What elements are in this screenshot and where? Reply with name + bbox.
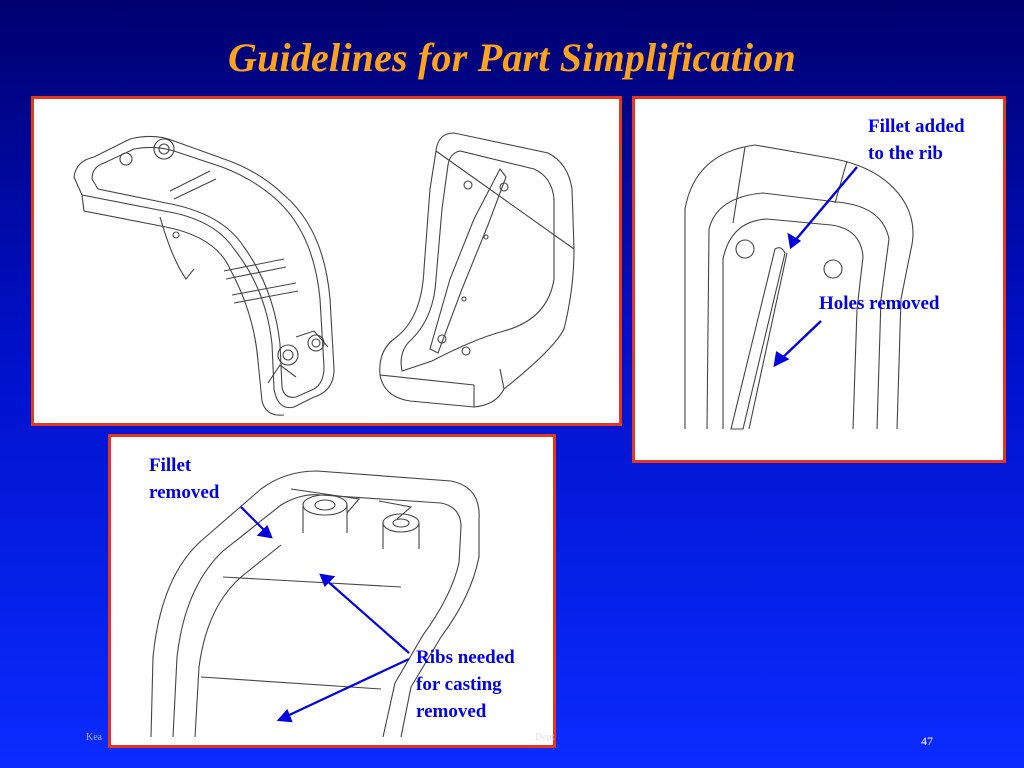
bracket-comparison-image: [31, 96, 622, 426]
fillet-closeup-image: Fillet removed Ribs needed for casting r…: [108, 434, 556, 748]
original-boss-bottom-icon: [277, 344, 299, 366]
holes-removed-label: Holes removed: [819, 293, 940, 314]
original-bracket-outer: [73, 135, 335, 409]
fillet-removed-arrow: [240, 506, 268, 534]
footer-left-text: Kea: [86, 732, 103, 743]
ribs-arrow-down: [284, 658, 410, 718]
boss-left-icon: [302, 494, 348, 516]
original-bracket-rim: [81, 194, 285, 416]
original-boss-top-icon: [153, 138, 175, 160]
ribs-arrow-up: [324, 578, 410, 654]
simplified-bracket-inner: [400, 150, 555, 372]
original-bracket-inner: [91, 146, 325, 398]
closeup-hole-left-icon: [735, 239, 755, 259]
holes-removed-arrow: [778, 320, 822, 362]
bracket-line-drawings: [73, 132, 575, 416]
simplified-rib: [429, 167, 507, 354]
fillet-closeup-drawing: [150, 470, 480, 738]
original-boss-left-icon: [119, 152, 133, 166]
fillet-removed-label: Fillet removed: [149, 455, 220, 503]
slide-title: Guidelines for Part Simplification: [228, 35, 796, 80]
original-boss-bottom-right-icon: [307, 334, 325, 352]
closeup-hole-right-icon: [823, 259, 843, 279]
fillet-added-label: Fillet added to the rib: [868, 116, 965, 164]
footer-right-text: . Dept: [530, 732, 555, 743]
page-number: 47: [921, 734, 933, 748]
fillet-added-arrow: [792, 166, 858, 244]
rib-closeup-drawing: [684, 144, 914, 430]
simplified-bracket-outer: [379, 132, 575, 408]
closeup-rib: [730, 247, 786, 430]
boss-right-icon: [382, 513, 420, 533]
ribs-removed-label: Ribs needed for casting removed: [416, 647, 515, 722]
rib-closeup-image: Fillet added to the rib Holes removed: [632, 96, 1006, 463]
